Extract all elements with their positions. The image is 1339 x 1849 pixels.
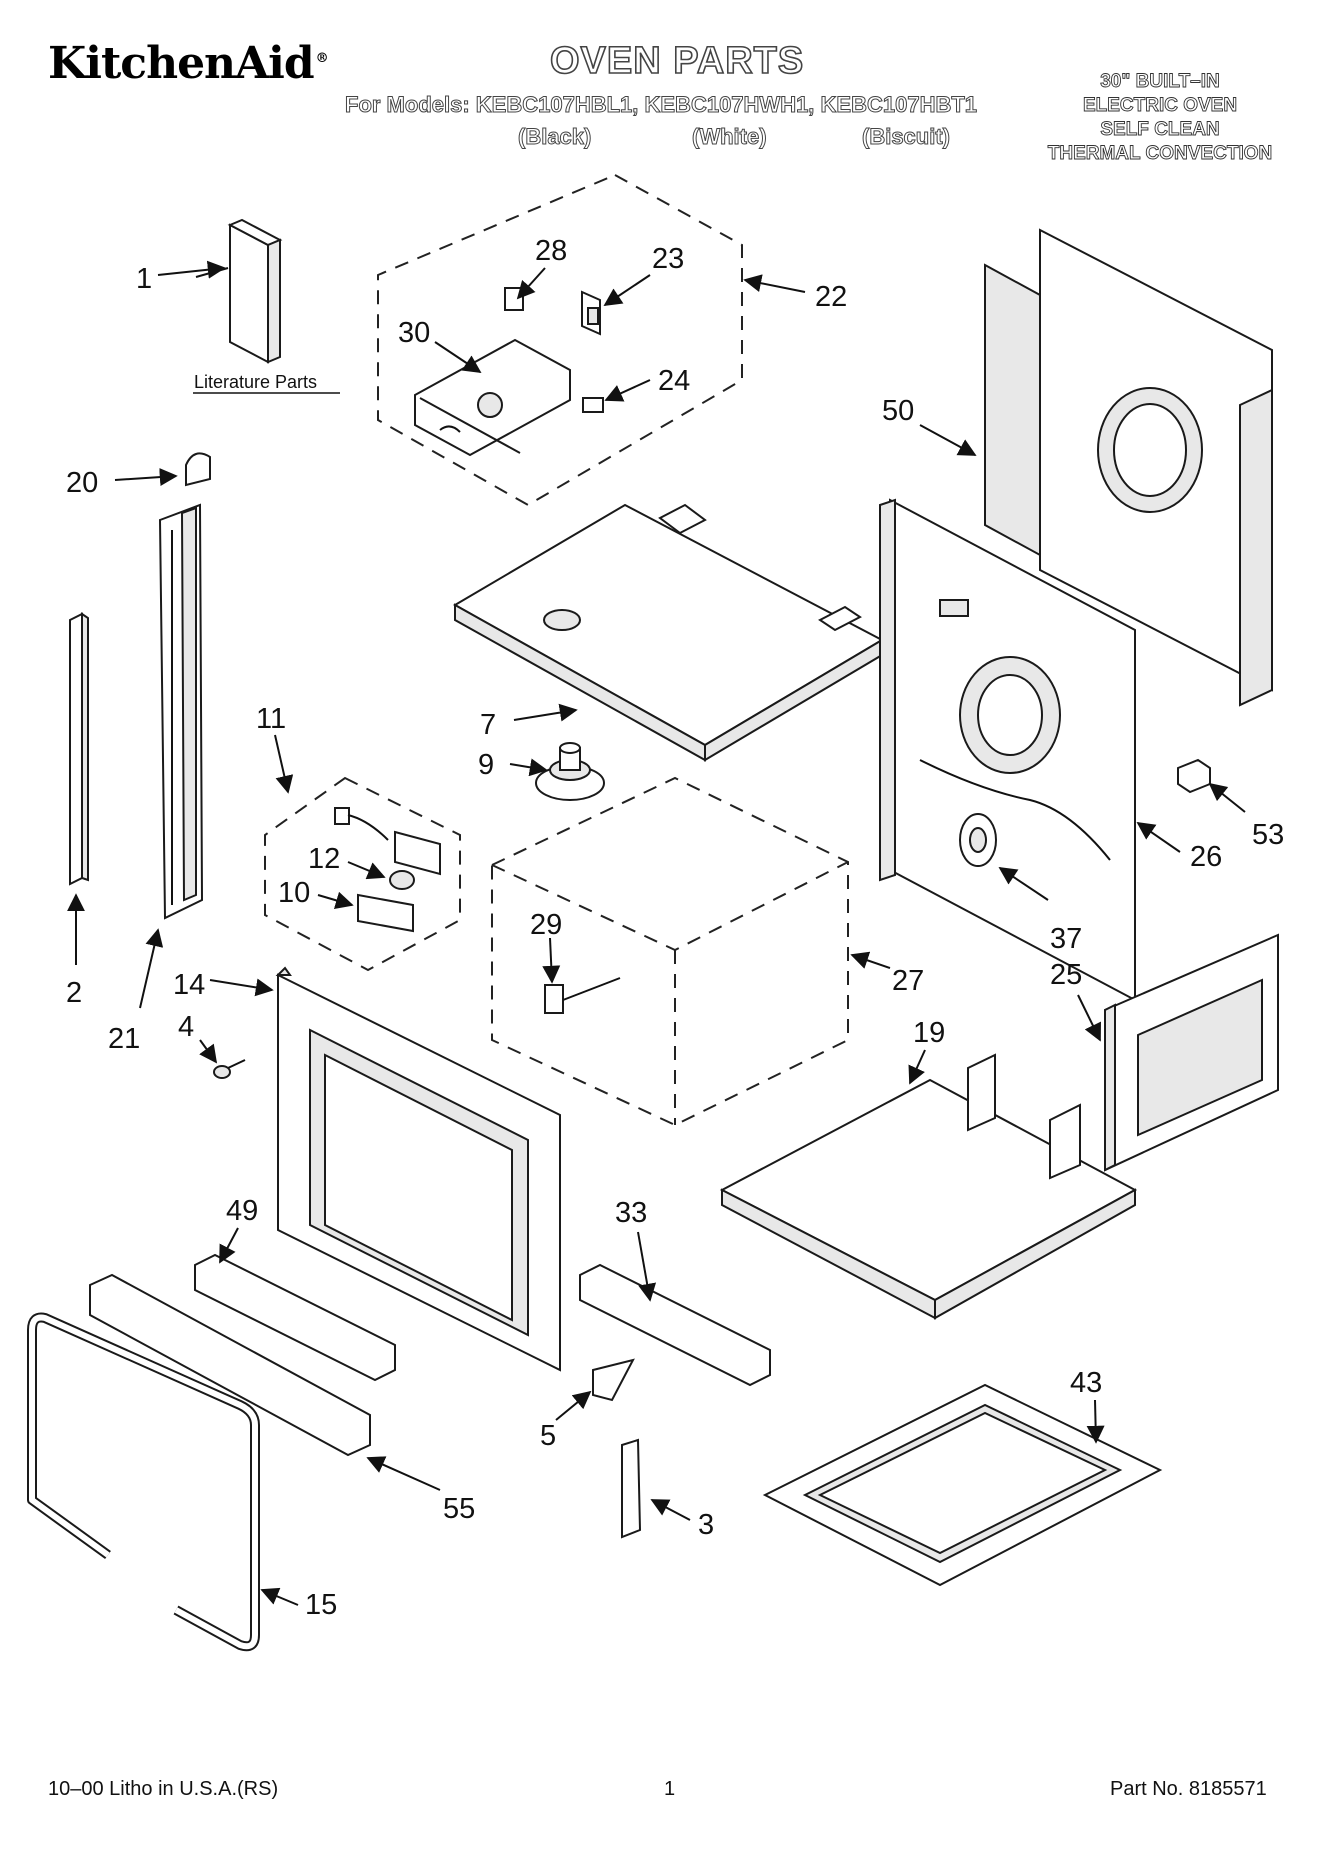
- spec-line: ELECTRIC OVEN: [1082, 95, 1238, 117]
- part-hinge-bracket: [621, 1438, 642, 1539]
- callout: 28: [535, 235, 567, 267]
- part-number: Part No. 8185571: [1110, 1778, 1267, 1800]
- callout: 22: [815, 281, 847, 313]
- callout: 53: [1252, 819, 1284, 851]
- variant-biscuit: (Biscuit): [862, 124, 951, 150]
- callout: 50: [882, 395, 914, 427]
- part-bracket-small: [1177, 758, 1211, 794]
- part-light-assembly: [264, 776, 461, 972]
- callout: 24: [658, 365, 690, 397]
- part-literature: [193, 218, 340, 394]
- part-top-panel: [452, 503, 885, 762]
- callout: 55: [443, 1493, 475, 1525]
- callout: 10: [278, 877, 310, 909]
- callout: 5: [540, 1420, 556, 1452]
- variant-white: (White): [692, 124, 768, 150]
- callout: 12: [308, 843, 340, 875]
- callout: 2: [66, 977, 82, 1009]
- part-vent-trim: [194, 1253, 396, 1382]
- callout-numbers: 1 28 23 22 30 24 50 20 2 21 11 12 10 7 9…: [66, 235, 1284, 1621]
- leader-lines: [67, 260, 1246, 1606]
- callout: 7: [480, 709, 496, 741]
- callout: 49: [226, 1195, 258, 1227]
- part-fan-motor: [535, 742, 605, 801]
- callout: 27: [892, 965, 924, 997]
- part-bottom-panel: [719, 1053, 1138, 1320]
- callout: 43: [1070, 1367, 1102, 1399]
- callout: 30: [398, 317, 430, 349]
- variant-black: (Black): [517, 124, 592, 150]
- brand-logo: KitchenAid®: [48, 38, 329, 89]
- page-title: OVEN PARTS: [549, 39, 805, 83]
- spec-line: THERMAL CONVECTION: [1047, 143, 1273, 165]
- part-screw: [213, 1059, 246, 1079]
- part-vent-strip: [89, 1273, 371, 1457]
- part-rear-frame: [879, 498, 1136, 1002]
- part-sensor: [959, 813, 997, 867]
- literature-parts-label: Literature Parts: [194, 372, 317, 392]
- part-tray-frame: [762, 1383, 1163, 1587]
- callout: 26: [1190, 841, 1222, 873]
- callout: 33: [615, 1197, 647, 1229]
- callout: 29: [530, 909, 562, 941]
- part-small-plate: [592, 1358, 635, 1402]
- callout: 1: [136, 263, 152, 295]
- page-number: 1: [664, 1778, 676, 1800]
- part-cap: [185, 452, 211, 487]
- callout: 15: [305, 1589, 337, 1621]
- callout: 20: [66, 467, 98, 499]
- part-side-panel-right: [1104, 933, 1279, 1172]
- callout: 14: [173, 969, 205, 1001]
- callout: 37: [1050, 923, 1082, 955]
- callout: 3: [698, 1509, 714, 1541]
- callout: 11: [256, 703, 286, 735]
- callout: 4: [178, 1011, 194, 1043]
- callout: 23: [652, 243, 684, 275]
- part-side-trim: [158, 503, 204, 920]
- part-front-frame: [275, 966, 561, 1372]
- part-oven-cavity: [491, 776, 849, 1127]
- part-control-group: [377, 173, 743, 507]
- callout: 25: [1050, 959, 1082, 991]
- part-rail-left: [69, 612, 89, 886]
- callout: 21: [108, 1023, 140, 1055]
- spec-line: 30" BUILT–IN: [1100, 71, 1220, 93]
- callout: 19: [913, 1017, 945, 1049]
- litho-note: 10–00 Litho in U.S.A.(RS): [48, 1778, 279, 1800]
- part-trim-channel: [579, 1263, 771, 1387]
- callout: 9: [478, 749, 494, 781]
- model-list: For Models: KEBC107HBL1, KEBC107HWH1, KE…: [344, 92, 978, 118]
- part-rear-panel: [984, 228, 1273, 707]
- spec-line: SELF CLEAN: [1100, 119, 1220, 141]
